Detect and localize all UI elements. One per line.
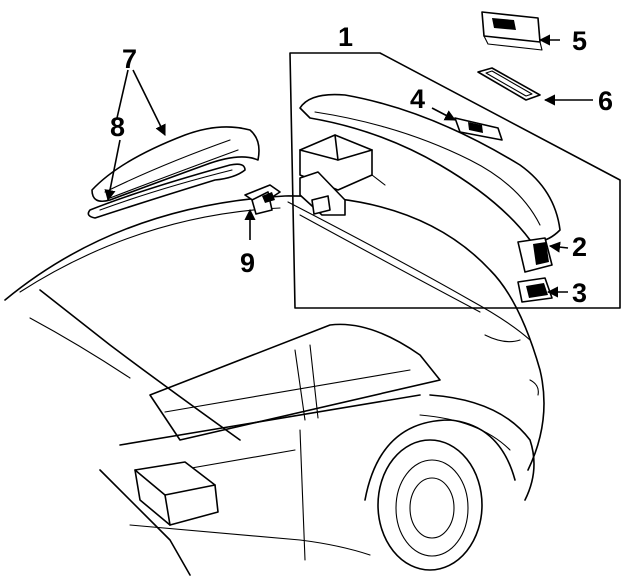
callout-6: 6 (598, 86, 613, 116)
spoiler-part (299, 93, 561, 273)
callout-1: 1 (338, 22, 353, 52)
callout-8: 8 (110, 112, 125, 142)
callout-7: 7 (122, 44, 137, 74)
callout-4: 4 (410, 84, 425, 114)
assembly-outline (289, 52, 621, 309)
callout-3: 3 (572, 278, 587, 308)
car-body (4, 195, 545, 576)
leader-lines (104, 34, 593, 298)
callout-5: 5 (572, 26, 587, 56)
callout-labels: 1 2 3 4 5 6 7 8 9 (110, 22, 613, 308)
callout-2: 2 (572, 232, 587, 262)
bracket-part (454, 117, 503, 141)
pad-part (517, 277, 553, 303)
gasket-part (477, 67, 541, 101)
lamp-housing-part (481, 11, 543, 51)
callout-9: 9 (240, 248, 255, 278)
mount-blocks (299, 134, 386, 216)
seal-part (87, 163, 246, 219)
